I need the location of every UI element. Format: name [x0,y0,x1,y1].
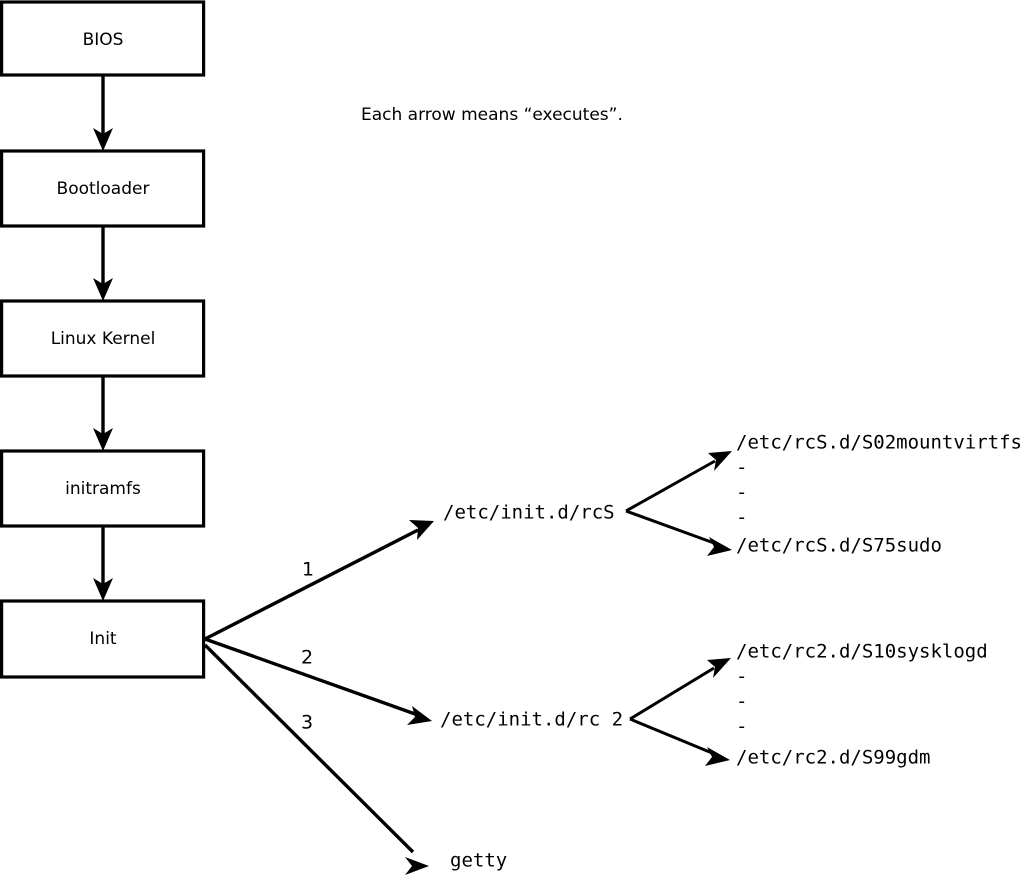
label-getty[interactable]: getty [450,850,507,872]
node-bootloader-rect [0,149,206,228]
arrow-kernel-to-initramfs [93,376,113,451]
node-bootloader-label: Bootloader [57,179,150,199]
branch-number-2: 2 [301,647,313,669]
branch-number-1: 1 [302,559,314,581]
label-rcs-first-script[interactable]: /etc/rcS.d/S02mountvirtfs [736,432,1022,454]
arrow-bios-to-bootloader [93,75,113,151]
label-rc2-last-script[interactable]: /etc/rc2.d/S99gdm [736,747,930,769]
rc2-ellipsis-dash-1: - [736,666,747,688]
arrow-rcs-to-first-script [625,451,732,513]
rcs-ellipsis-dash-2: - [736,482,747,504]
label-rc2-first-script[interactable]: /etc/rc2.d/S10sysklogd [736,641,988,663]
arrow-initramfs-to-init [93,526,113,601]
node-initramfs-rect [0,449,206,528]
arrow-init-branch-3 [203,643,429,875]
arrow-init-branch-2 [204,637,432,725]
arrow-init-branch-1 [204,520,434,641]
node-bootloader[interactable]: Bootloader [0,149,206,228]
arrow-rc2-to-first-script [629,658,731,721]
node-initramfs-label: initramfs [65,479,141,499]
node-bios-label: BIOS [83,30,124,50]
label-etc-init-d-rcs[interactable]: /etc/init.d/rcS [443,502,615,524]
node-bios-rect [0,0,206,77]
node-init[interactable]: Init [0,599,206,679]
node-init-label: Init [89,629,117,649]
arrow-rc2-to-last-script [629,717,730,766]
node-init-rect [0,599,206,679]
label-rcs-last-script[interactable]: /etc/rcS.d/S75sudo [736,535,942,557]
arrow-rcs-to-last-script [625,509,732,556]
node-linux-kernel[interactable]: Linux Kernel [0,299,206,378]
node-linux-kernel-label: Linux Kernel [51,329,156,349]
node-initramfs[interactable]: initramfs [0,449,206,528]
rcs-ellipsis-dash-3: - [736,507,747,529]
label-etc-init-d-rc2[interactable]: /etc/init.d/rc 2 [440,709,623,731]
diagram-caption: Each arrow means “executes”. [361,105,623,125]
branch-number-3: 3 [301,712,313,734]
rc2-ellipsis-dash-2: - [736,691,747,713]
node-bios[interactable]: BIOS [0,0,206,77]
arrow-bootloader-to-kernel [93,226,113,301]
rc2-ellipsis-dash-3: - [736,716,747,738]
rcs-ellipsis-dash-1: - [736,457,747,479]
